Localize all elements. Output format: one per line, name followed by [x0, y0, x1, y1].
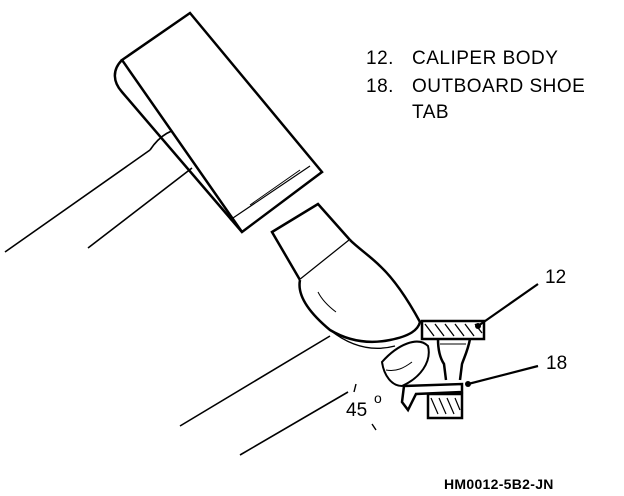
outboard-shoe-tab-section: [400, 382, 464, 420]
angle-marks: [353, 383, 377, 431]
legend-text: OUTBOARD SHOE: [412, 76, 586, 97]
legend-text: CALIPER BODY: [412, 48, 559, 69]
leader-dot-18: [465, 381, 471, 387]
callout-label-12: 12: [545, 267, 567, 288]
leader-line-18: [467, 364, 539, 386]
leader-lines: [467, 283, 539, 386]
drift-tip: [380, 340, 430, 388]
angle-degree-symbol: o: [374, 390, 382, 406]
legend-number: 12.: [366, 48, 394, 69]
legend-text-continued: TAB: [412, 102, 450, 123]
figure-code: HM0012-5B2-JN: [444, 476, 554, 492]
rotor-edge-lines: [179, 335, 349, 456]
legend-number: 18.: [366, 76, 394, 97]
brass-drift: [270, 202, 422, 349]
hammer-handle: [4, 127, 193, 253]
leader-line-12: [477, 283, 539, 327]
hammer-head: [113, 11, 324, 234]
callout-label-18: 18: [546, 353, 568, 374]
angle-value: 45: [346, 400, 368, 421]
leader-dot-12: [475, 323, 481, 329]
caliper-body-section: [420, 319, 486, 381]
